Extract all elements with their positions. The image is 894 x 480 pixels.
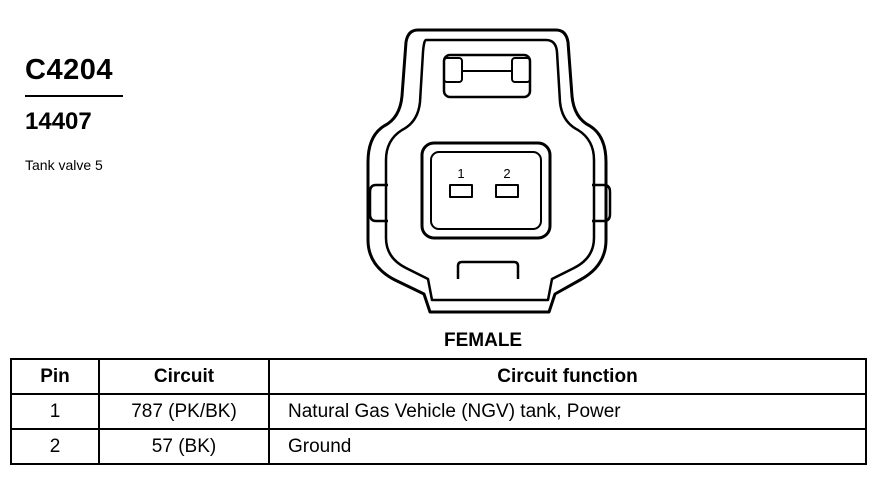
table-row: 2 57 (BK) Ground <box>10 428 867 465</box>
latch-left-tab <box>443 57 463 83</box>
column-header-pin: Pin <box>10 358 100 395</box>
pin-1-terminal <box>449 184 473 198</box>
key-notch <box>456 260 520 279</box>
column-header-circuit-function: Circuit function <box>268 358 867 395</box>
part-number: 14407 <box>25 108 92 135</box>
terminal-cavity-inner <box>430 151 542 230</box>
pin-cell: 1 <box>10 393 100 430</box>
pinout-table: Pin Circuit Circuit function 1 787 (PK/B… <box>10 358 867 465</box>
pin-cell: 2 <box>10 428 100 465</box>
pin-2-label: 2 <box>503 166 510 181</box>
housing-outer-outline <box>366 28 608 314</box>
column-header-circuit: Circuit <box>98 358 270 395</box>
circuit-function-cell: Natural Gas Vehicle (NGV) tank, Power <box>268 393 867 430</box>
connector-description: Tank valve 5 <box>25 157 103 173</box>
circuit-function-cell: Ground <box>268 428 867 465</box>
locking-latch <box>442 53 532 99</box>
circuit-cell: 787 (PK/BK) <box>98 393 270 430</box>
connector-gender-label: FEMALE <box>444 330 523 351</box>
circuit-cell: 57 (BK) <box>98 428 270 465</box>
housing-inner-outline <box>384 38 596 302</box>
connector-id: C4204 <box>25 54 113 86</box>
terminal-cavity-outer <box>420 141 552 240</box>
table-row: 1 787 (PK/BK) Natural Gas Vehicle (NGV) … <box>10 393 867 430</box>
right-side-rib <box>592 183 612 223</box>
pin-2-terminal <box>495 184 519 198</box>
left-side-rib <box>368 183 388 223</box>
latch-right-tab <box>511 57 531 83</box>
header-divider <box>25 95 123 97</box>
table-header-row: Pin Circuit Circuit function <box>10 358 867 395</box>
pin-1-label: 1 <box>457 166 464 181</box>
connector-face-diagram: 1 2 <box>366 28 612 314</box>
